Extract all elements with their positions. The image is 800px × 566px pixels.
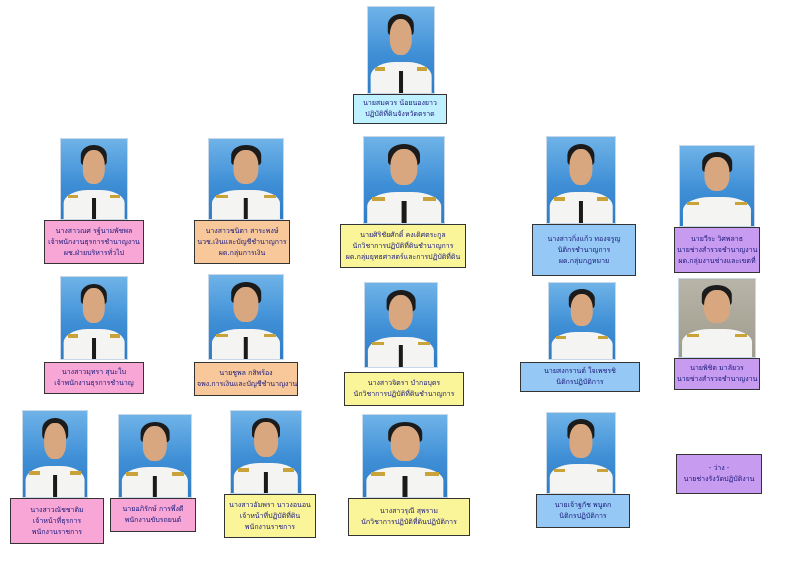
name-card-line: นิติกรปฏิบัติการ bbox=[556, 378, 604, 386]
name-card-line: นักวิชาการปฏิบัติที่ดินชำนาญการ bbox=[353, 390, 455, 398]
name-card-r1c5: นายวีระ วิศพลาธนายช่างสำรวจชำนาญงานผด.กล… bbox=[674, 227, 760, 273]
name-card-line: นางสาวอัมพรา นาวงอนอน bbox=[229, 500, 311, 509]
photo-r2c3 bbox=[364, 282, 438, 368]
name-card-line: ผด.กลุ่มยุทธศาสตร์และการปฏิบัติที่ดิน bbox=[345, 252, 461, 261]
name-card-line: ปฏิบัติที่ดินจังหวัดตราด bbox=[365, 110, 435, 118]
name-card-r3c1: นางสาวณัชชาติมเจ้าหน้าที่ธุรการพนักงานรา… bbox=[10, 498, 104, 544]
name-card-line: เจ้าหน้าที่ธุรการ bbox=[32, 516, 82, 525]
name-card-r3c3: นางสาวอัมพรา นาวงอนอนเจ้าหน้าที่ปฏิบัติท… bbox=[224, 494, 316, 538]
name-card-line: นางสาวณัชชาติม bbox=[30, 505, 84, 514]
photo-r2c1 bbox=[60, 276, 128, 360]
name-card-line: จพง.การเงินและบัญชีชำนาญงาน bbox=[197, 380, 298, 388]
photo-r1c4 bbox=[546, 136, 616, 224]
name-card-line: นางสาวชนิตา สาระพงษ์ bbox=[205, 226, 279, 235]
name-card-line: นักวิชาการปฏิบัติที่ดินชำนาญการ bbox=[352, 241, 454, 250]
name-card-line: เจ้าหน้าที่ปฏิบัติที่ดิน bbox=[239, 511, 301, 520]
name-card-line: พนักงานราชการ bbox=[31, 527, 83, 536]
name-card-r2c2: นายชูพล กสิพร้องจพง.การเงินและบัญชีชำนาญ… bbox=[194, 362, 298, 396]
name-card-r1c3: นายศิริชัยศักดิ์ คงเดิศตระกูลนักวิชาการป… bbox=[340, 224, 466, 268]
name-card-r2c1: นางสาวมุทรา สุนะใบเจ้าพนักงานธุรการชำนาญ bbox=[44, 362, 144, 394]
name-card-line: นายวีระ วิศพลาธ bbox=[691, 234, 743, 243]
name-card-line: นางสาวจิตรา บำกอบุตร bbox=[367, 379, 441, 387]
photo-r2c5 bbox=[678, 278, 756, 358]
name-card-line: นวช.เงินและบัญชีชำนาญการ bbox=[197, 237, 287, 246]
name-card-chief: นายสมควร น้อยนองยาวปฏิบัติที่ดินจังหวัดต… bbox=[353, 94, 447, 124]
name-card-line: นายอภิรักษ์ การพึ่งดี bbox=[122, 505, 184, 513]
photo-r2c4 bbox=[548, 282, 616, 360]
name-card-r3c4: นางสาวรุณี สุพรามนักวิชาการปฏิบัติที่ดิน… bbox=[348, 498, 470, 536]
name-card-line: ผด.กลุ่มกฎหมาย bbox=[558, 256, 610, 265]
photo-r1c5 bbox=[679, 145, 755, 227]
name-card-line: พนักงานขับรถยนต์ bbox=[124, 516, 182, 524]
name-card-line: นิติกรปฏิบัติการ bbox=[559, 512, 607, 520]
photo-r3c5 bbox=[546, 412, 616, 494]
name-card-line: ผด.กลุ่มงานช่างและเขตที่ bbox=[678, 256, 756, 265]
name-card-r2c5: นายพิชิต มาลัยวรนายช่างสำรวจชำนาญงาน bbox=[674, 358, 760, 390]
name-card-line: นักวิชาการปฏิบัติที่ดินปฏิบัติการ bbox=[361, 518, 457, 526]
photo-r1c3 bbox=[363, 136, 445, 224]
name-card-line: นายช่างสำรวจชำนาญงาน bbox=[677, 245, 758, 254]
photo-chief bbox=[367, 6, 435, 94]
name-card-line: นายสงกรานต์ ใจเพชรชิ bbox=[544, 367, 616, 375]
name-card-line: นายศิริชัยศักดิ์ คงเดิศตระกูล bbox=[360, 230, 446, 239]
photo-r3c4 bbox=[362, 414, 448, 498]
name-card-r3c2: นายอภิรักษ์ การพึ่งดีพนักงานขับรถยนต์ bbox=[110, 498, 196, 532]
name-card-line: ผด.กลุ่มการเงิน bbox=[218, 248, 266, 257]
name-card-line: เจ้าพนักงานธุรการชำนาญงาน bbox=[48, 237, 140, 246]
name-card-line: นางสาวมุทรา สุนะใบ bbox=[61, 368, 127, 376]
name-card-line: นายพิชิต มาลัยวร bbox=[690, 364, 744, 372]
name-card-r1c1: นางสาวณศ รฐ์นามพัชพลเจ้าพนักงานธุรการชำน… bbox=[44, 220, 144, 264]
name-card-r2c4: นายสงกรานต์ ใจเพชรชินิติกรปฏิบัติการ bbox=[520, 362, 640, 392]
name-card-vacant: - ว่าง - นายช่างรังวัดปฏิบัติงาน bbox=[676, 454, 762, 494]
name-card-line: เจ้าพนักงานธุรการชำนาญ bbox=[54, 379, 134, 387]
photo-r2c2 bbox=[208, 274, 284, 360]
name-card-line: นายช่างรังวัดปฏิบัติงาน bbox=[683, 475, 755, 483]
name-card-line: ผช.ฝ่ายบริหารทั่วไป bbox=[63, 248, 125, 257]
photo-r3c3 bbox=[230, 410, 302, 494]
name-card-r2c3: นางสาวจิตรา บำกอบุตรนักวิชาการปฏิบัติที่… bbox=[344, 372, 464, 406]
name-card-line: นางสาวรุณี สุพราม bbox=[380, 507, 438, 515]
name-card-line: นายชูพล กสิพร้อง bbox=[219, 369, 273, 377]
name-card-line: นางสาวณศ รฐ์นามพัชพล bbox=[55, 226, 133, 235]
name-card-r3c5: นายเจ้าฐกัช พนูดกนิติกรปฏิบัติการ bbox=[536, 494, 630, 528]
photo-r1c1 bbox=[60, 138, 128, 220]
name-card-line: พนักงานราชการ bbox=[244, 522, 296, 531]
photo-r1c2 bbox=[208, 138, 284, 220]
name-card-r1c2: นางสาวชนิตา สาระพงษ์นวช.เงินและบัญชีชำนา… bbox=[194, 220, 290, 264]
name-card-line: นางสาวกิ่งแก้ว ทองจรูญ bbox=[547, 234, 621, 243]
name-card-line: นิติกรชำนาญการ bbox=[557, 245, 611, 254]
name-card-line: - ว่าง - bbox=[708, 464, 730, 472]
name-card-line: นายช่างสำรวจชำนาญงาน bbox=[677, 375, 758, 383]
photo-r3c1 bbox=[22, 410, 88, 498]
name-card-line: นายสมควร น้อยนองยาว bbox=[363, 99, 437, 107]
name-card-r1c4: นางสาวกิ่งแก้ว ทองจรูญนิติกรชำนาญการผด.ก… bbox=[532, 224, 636, 276]
photo-r3c2 bbox=[118, 414, 192, 498]
name-card-line: นายเจ้าฐกัช พนูดก bbox=[554, 501, 612, 509]
